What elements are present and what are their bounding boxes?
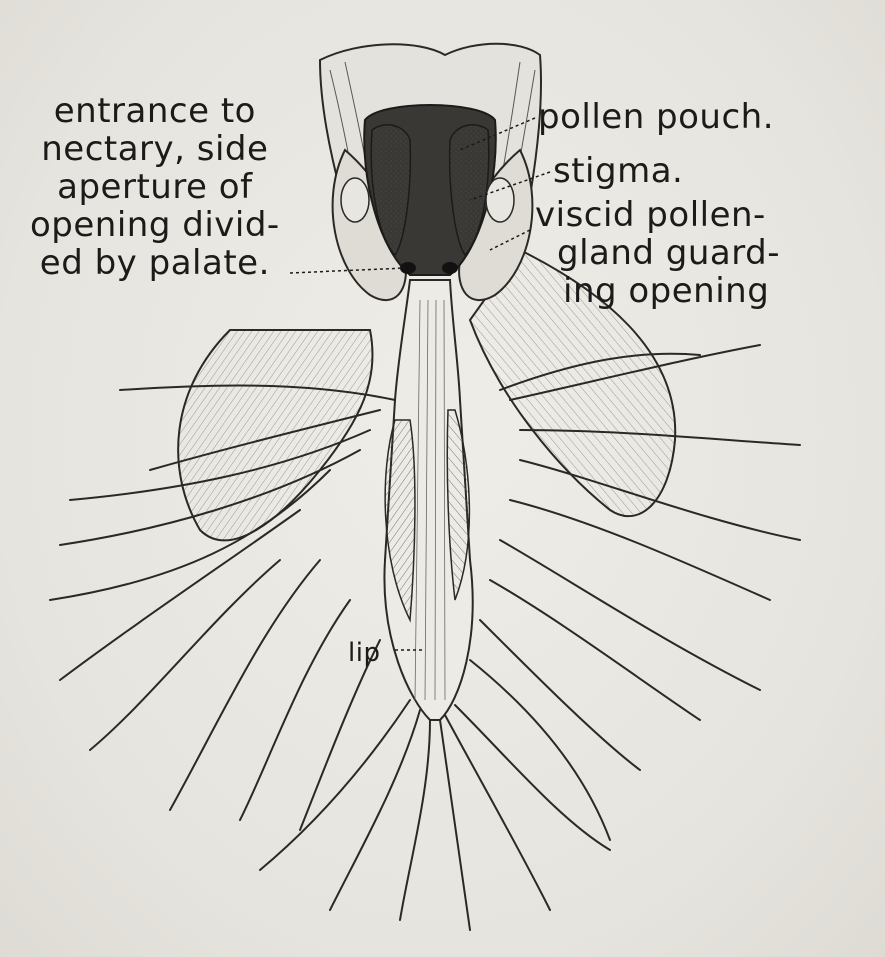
entrance-label-line: entrance to: [53, 91, 256, 131]
opening-left: [400, 262, 416, 274]
leader-stigma: [469, 171, 551, 201]
pollen-pouch-label: pollen pouch.: [538, 97, 775, 137]
lip-label: lip: [348, 638, 381, 668]
opening-right: [442, 262, 458, 274]
viscid-label-line: viscid pollen-: [535, 195, 766, 235]
leader-pollen-pouch: [459, 117, 536, 151]
entrance-label: entrance to nectary, side aperture of op…: [30, 92, 280, 282]
pollen-pouch-left: [370, 124, 412, 257]
right-side-petal: [468, 248, 677, 517]
leader-viscid: [489, 229, 531, 251]
inner-lobe-right: [446, 409, 471, 601]
gland-left: [340, 177, 370, 223]
lip-fringe: [49, 344, 801, 931]
leader-entrance: [289, 267, 406, 274]
viscid-label-line: gland guard-: [557, 233, 780, 273]
entrance-label-line: aperture of: [57, 167, 253, 207]
viscid-label: viscid pollen- gland guard- ing opening: [535, 196, 780, 310]
inner-lobe-left: [384, 419, 416, 623]
stigma-label: stigma.: [553, 151, 684, 191]
left-side-petal: [177, 329, 374, 542]
entrance-label-line: opening divid-: [30, 205, 280, 245]
entrance-label-line: ed by palate.: [39, 243, 270, 283]
gland-right: [485, 177, 515, 223]
viscid-label-line: ing opening: [563, 271, 770, 311]
entrance-label-line: nectary, side: [41, 129, 269, 169]
